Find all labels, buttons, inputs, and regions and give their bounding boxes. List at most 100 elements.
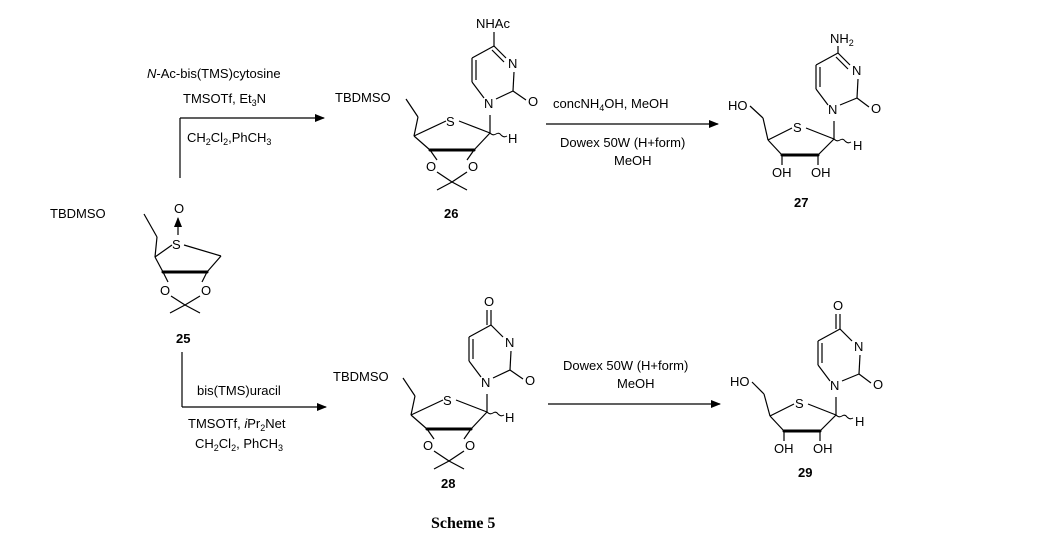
bond [769,415,785,432]
ring-sulfur: S [446,114,455,129]
bond [805,127,835,140]
bond [512,90,527,101]
compound-number: 28 [441,476,455,491]
carbonyl-oxygen: O [528,94,538,109]
bond [429,149,438,161]
h-atom: H [508,131,517,146]
bond [466,149,475,161]
bond [835,56,849,70]
bond [762,117,769,141]
bond [410,414,428,430]
wavy-bond [489,132,508,138]
base-group: O [484,294,494,309]
compound-25: TBDMSO S O O O 25 [50,201,222,346]
reaction-arrow-3: bis(TMS)uracil TMSOTf, iPr2Net CH2Cl2, P… [181,352,327,453]
hydroxyl-2: OH [813,441,833,456]
bond [405,98,419,118]
base-group: O [833,298,843,313]
reagent-line-3: MeOH [614,153,652,168]
bond [410,399,444,416]
reagent-line-3: CH2Cl2,PhCH3 [187,130,271,147]
bond [817,328,841,342]
reagent-line-3: CH2Cl2, PhCH3 [195,436,283,453]
bond [170,295,186,306]
reagent-line-2: TMSOTf, iPr2Net [188,416,286,433]
bond [749,105,764,119]
reagent-line-2: MeOH [617,376,655,391]
diol-oxygen-1: O [423,438,433,453]
n3-atom: N [854,339,863,354]
compound-29: HO S OH OH H N O N O 29 [730,298,883,480]
bond [468,324,492,338]
bond [493,45,507,59]
compound-number: 26 [444,206,458,221]
bond [767,127,793,141]
ring-sulfur: S [443,393,452,408]
bond [839,328,853,342]
reaction-arrow-2: concNH4OH, MeOH Dowex 50W (H+form) MeOH [546,96,719,168]
ring-sulfur: S [795,396,804,411]
bond [807,403,837,416]
bond [413,116,419,137]
wavy-bond [833,138,852,144]
bond [455,399,488,413]
n3-atom: N [505,335,514,350]
bond [495,90,514,100]
bond [451,181,468,191]
diol-oxygen-2: O [465,438,475,453]
substituent-label: TBDMSO [50,206,106,221]
bond [426,428,435,440]
ring-sulfur: S [172,237,181,252]
bond [769,403,795,417]
compound-28: TBDMSO S H N O N O O O 28 [333,294,535,491]
bond [856,97,870,108]
hydroxyl-1: OH [772,165,792,180]
bond [509,369,524,380]
reaction-arrow-4: Dowex 50W (H+form) MeOH [548,358,721,408]
n1-atom: N [830,378,839,393]
bond [463,428,472,440]
bond [509,350,512,371]
reagent-line-2: Dowex 50W (H+form) [560,135,685,150]
compound-number: 27 [794,195,808,210]
bond [183,244,222,257]
h-atom: H [505,410,514,425]
bond [458,120,491,134]
bond [492,369,511,379]
diol-oxygen-1: O [160,283,170,298]
bond [817,138,835,156]
bond [448,460,465,470]
hydroxyl-2: OH [811,165,831,180]
base-group: NH2 [830,31,854,48]
reaction-arrow-1: N-Ac-bis(TMS)cytosine TMSOTf, Et3N CH2Cl… [147,66,325,178]
reagent-line-1: concNH4OH, MeOH [553,96,669,113]
carbonyl-oxygen: O [871,101,881,116]
diol-oxygen-1: O [426,159,436,174]
bond [817,364,831,382]
bond [184,295,201,306]
reagent-line-1: Dowex 50W (H+form) [563,358,688,373]
bond [767,139,783,156]
bond [815,88,829,106]
bond [162,271,169,283]
ring-sulfur: S [793,120,802,135]
bond [471,81,485,99]
bond [815,52,839,66]
bond [402,377,416,397]
compound-number: 25 [176,331,190,346]
wavy-bond [486,411,505,417]
n1-atom: N [481,375,490,390]
bond [154,236,158,258]
carbonyl-oxygen: O [873,377,883,392]
bond [763,393,771,417]
n3-atom: N [508,56,517,71]
bond [433,450,450,462]
base-group: NHAc [476,16,510,31]
bond [436,171,453,183]
reagent-line-1: N-Ac-bis(TMS)cytosine [147,66,281,81]
compound-27: HO S OH OH H N O N NH2 27 [728,31,881,210]
bond [184,304,201,314]
h-atom: H [853,138,862,153]
hydroxyl-1: OH [774,441,794,456]
